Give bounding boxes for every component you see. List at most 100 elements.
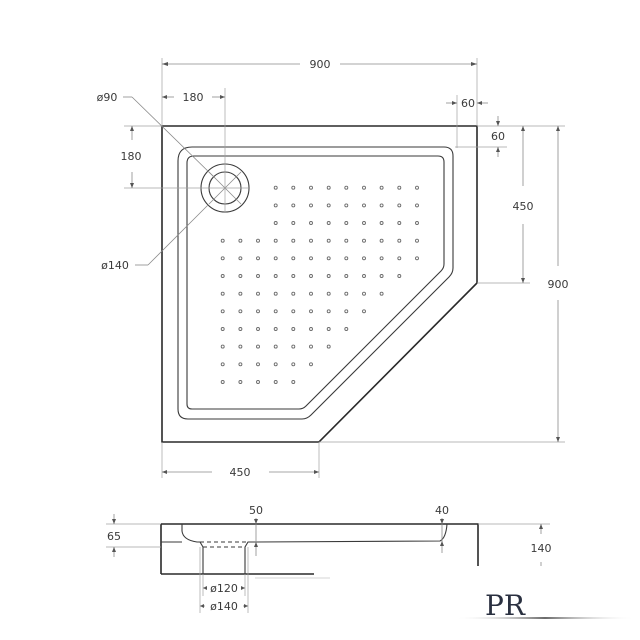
anti-slip-dot (273, 380, 278, 384)
anti-slip-dot (238, 274, 243, 278)
drain (124, 88, 250, 213)
anti-slip-dot (291, 221, 296, 225)
anti-slip-dot (220, 256, 225, 261)
anti-slip-dot (379, 203, 384, 208)
anti-slip-dot (309, 221, 313, 225)
anti-slip-dot (397, 221, 402, 225)
anti-slip-dot (326, 274, 331, 278)
anti-slip-dot (291, 380, 296, 384)
anti-slip-dot (273, 221, 278, 225)
anti-slip-dot (309, 274, 313, 278)
anti-slip-dot (326, 221, 331, 225)
brand-logo: PR (455, 589, 635, 622)
logo-text: PR (485, 589, 526, 622)
dim-total-height: 140 (531, 542, 552, 555)
section-view (160, 523, 479, 579)
anti-slip-dot (256, 327, 260, 331)
anti-slip-dot (379, 256, 384, 261)
anti-slip-dot (362, 203, 366, 208)
anti-slip-dot (291, 203, 296, 208)
anti-slip-dot (273, 344, 278, 349)
anti-slip-dot (220, 274, 225, 278)
anti-slip-dot (397, 256, 402, 261)
anti-slip-dot (273, 185, 278, 190)
anti-slip-dot (326, 327, 331, 331)
anti-slip-dot (256, 291, 260, 296)
anti-slip-dot (291, 256, 296, 261)
anti-slip-dot (273, 309, 278, 314)
anti-slip-dot (397, 203, 402, 208)
anti-slip-dot (238, 291, 243, 296)
anti-slip-dot (291, 309, 296, 314)
anti-slip-dot (326, 309, 331, 314)
anti-slip-dot (273, 203, 278, 208)
anti-slip-dot (220, 380, 225, 384)
anti-slip-dot (326, 185, 331, 190)
anti-slip-dot (344, 185, 349, 190)
anti-slip-dot (220, 362, 225, 367)
anti-slip-dot (273, 238, 278, 243)
anti-slip-dot (238, 362, 243, 367)
anti-slip-dot (273, 327, 278, 331)
anti-slip-dot (397, 238, 402, 243)
section-outline (161, 523, 479, 566)
dim-rim-thickness-left: 50 (249, 504, 263, 517)
anti-slip-dot (344, 256, 349, 261)
anti-slip-dot (291, 238, 296, 243)
anti-slip-dot (415, 256, 419, 261)
anti-slip-dot (256, 256, 260, 261)
anti-slip-dot (362, 256, 366, 261)
anti-slip-dot (238, 380, 243, 384)
anti-slip-dot (309, 362, 313, 367)
basin-profile-left (181, 524, 204, 574)
anti-slip-dot (362, 185, 366, 190)
tray-outline (161, 125, 478, 443)
anti-slip-dot (273, 362, 278, 367)
dim-straight-side: 450 (513, 200, 534, 213)
anti-slip-dot (291, 327, 296, 331)
anti-slip-dot-grid (220, 185, 419, 384)
anti-slip-dot (256, 309, 260, 314)
anti-slip-dot (415, 238, 419, 243)
anti-slip-dot (256, 380, 260, 384)
anti-slip-dot (415, 185, 419, 190)
anti-slip-dot (291, 291, 296, 296)
anti-slip-dot (309, 203, 313, 208)
anti-slip-dot (309, 185, 313, 190)
dim-drain-flange: ø140 (210, 600, 238, 613)
anti-slip-dot (256, 238, 260, 243)
dim-drain-offset-y: 180 (121, 150, 142, 163)
anti-slip-dot (326, 203, 331, 208)
basin-profile-right (244, 523, 448, 574)
anti-slip-dot (379, 238, 384, 243)
anti-slip-dot (273, 274, 278, 278)
anti-slip-dot (291, 274, 296, 278)
anti-slip-dot (291, 185, 296, 190)
anti-slip-dot (238, 256, 243, 261)
anti-slip-dot (220, 309, 225, 314)
anti-slip-dot (379, 291, 384, 296)
anti-slip-dot (344, 221, 349, 225)
anti-slip-dot (415, 203, 419, 208)
dim-drain-inner-diameter: ø90 (97, 91, 118, 104)
anti-slip-dot (362, 274, 366, 278)
anti-slip-dot (379, 221, 384, 225)
anti-slip-dot (220, 291, 225, 296)
dim-rim-thickness-right: 40 (435, 504, 449, 517)
plan-view (124, 88, 478, 443)
anti-slip-dot (326, 344, 331, 349)
anti-slip-dot (344, 327, 349, 331)
anti-slip-dot (397, 274, 402, 278)
anti-slip-dot (309, 344, 313, 349)
anti-slip-dot (220, 327, 225, 331)
dim-drain-offset-x: 180 (183, 91, 204, 104)
anti-slip-dot (238, 309, 243, 314)
dim-overall-depth: 900 (548, 278, 569, 291)
anti-slip-dot (362, 221, 366, 225)
dim-overall-width: 900 (310, 58, 331, 71)
anti-slip-dot (238, 238, 243, 243)
dim-rim-top: 60 (491, 130, 505, 143)
anti-slip-dot (362, 238, 366, 243)
dim-rim-side: 60 (461, 97, 475, 110)
